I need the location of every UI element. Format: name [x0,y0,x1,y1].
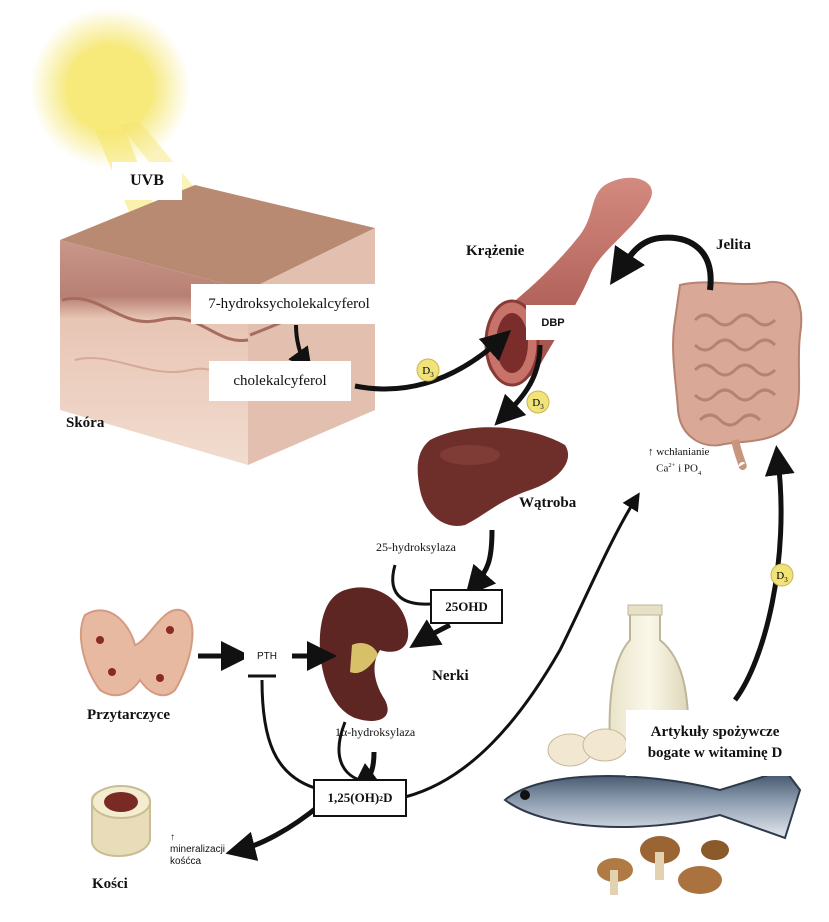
intestine-label: Jelita [716,237,751,253]
hydroxylase25-label: 25-hydroksylaza [376,540,456,554]
arrow-intestine-loop [610,234,714,291]
arrow-liver-to-25ohd [465,529,497,597]
intestine-illustration [672,280,803,470]
mineralization-label: ↑ mineralizacji kośćca [170,832,225,868]
mineralization-arrow: ↑ [170,832,175,843]
blood-vessel-illustration [484,177,652,387]
bone-illustration [91,785,151,857]
ohd25-box: 25OHD [430,589,503,624]
liver-illustration [417,427,569,526]
arrow-25ohd-to-kidney [409,619,452,648]
cholecalciferol-label: cholekalcyferol [209,361,351,401]
svg-text:D3: D3 [776,570,788,584]
kidneys-label: Nerki [432,668,469,684]
arrow-hydroxylase-loop [391,564,431,606]
dbp-label: DBP [526,305,580,340]
arrow-skin-to-circulation [354,329,512,392]
hydroxylase1a-label: 1α-hydroksylaza [335,725,416,739]
uvb-label: UVB [112,162,182,200]
absorption-line1: ↑ wchłanianie [648,446,710,458]
absorption-label: ↑ wchłanianie Ca2+ i PO4 [648,445,709,481]
arrow-foods-to-intestine [732,445,795,702]
absorption-line2: Ca2+ i PO4 [656,462,702,477]
arrow-calcitriol-to-bones [225,803,322,861]
d3-badge-circulation: D3 [526,390,550,414]
d3-badge-skin: D3 [416,358,440,382]
circulation-label: Krążenie [466,243,525,259]
kidney-illustration [319,587,409,721]
foods-line2: bogate w witaminę D [647,745,783,761]
foods-label: Artykuły spożywcze bogate w witaminę D [626,710,804,776]
mineralization-line1: mineralizacji [170,844,226,855]
precursor-label: 7-hydroksycholekalcyferol [191,284,387,324]
bones-label: Kości [92,876,128,892]
svg-text:D3: D3 [422,365,434,379]
liver-label: Wątroba [519,495,577,511]
d3-badge-foods: D3 [770,563,794,587]
svg-text:D3: D3 [532,397,544,411]
mineralization-line2: kośćca [170,856,202,867]
pathway-arrows [198,234,795,861]
arrow-calcitriol-to-intestine [404,492,640,799]
inhibition-calcitriol-to-pth [260,679,316,790]
skin-block-illustration [60,185,376,465]
skin-label: Skóra [66,415,105,431]
parathyroid-illustration [79,608,194,697]
pth-label: PTH [244,644,290,668]
parathyroid-label: Przytarczyce [87,707,170,723]
arrow-circulation-to-liver [494,344,543,426]
foods-line1: Artykuły spożywcze [650,724,780,740]
arrow-precursor-to-cholecalciferol [288,324,312,372]
